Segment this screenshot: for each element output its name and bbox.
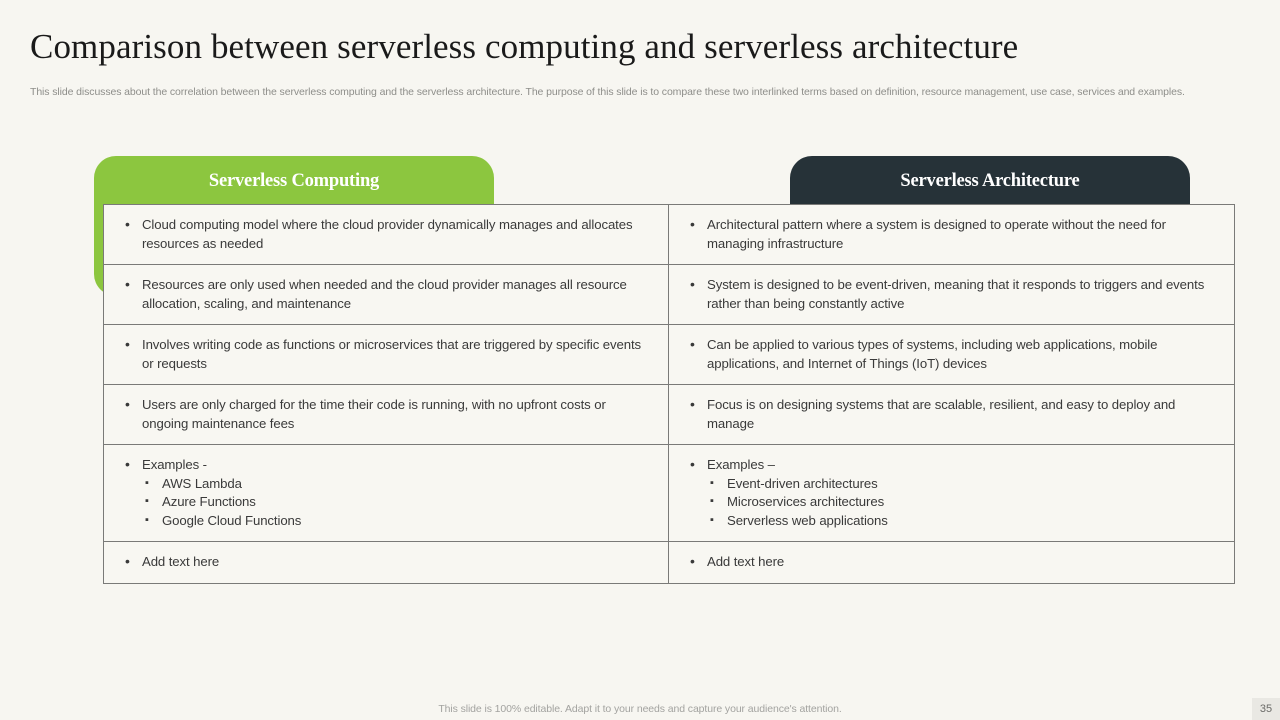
list-item: Examples – Event-driven architectures Mi… bbox=[681, 455, 1220, 531]
bullet-list: Users are only charged for the time thei… bbox=[116, 395, 654, 433]
table-cell-left[interactable]: Add text here bbox=[103, 541, 669, 584]
column-header-label-right: Serverless Architecture bbox=[900, 171, 1080, 191]
bullet-list: Examples - AWS Lambda Azure Functions Go… bbox=[116, 455, 654, 531]
table-row: Cloud computing model where the cloud pr… bbox=[103, 204, 1235, 265]
bullet-list: Add text here bbox=[116, 552, 654, 572]
sub-list-item: Google Cloud Functions bbox=[142, 511, 654, 531]
comparison-table-body: Cloud computing model where the cloud pr… bbox=[103, 204, 1235, 584]
list-item: Involves writing code as functions or mi… bbox=[116, 335, 654, 373]
list-item: System is designed to be event-driven, m… bbox=[681, 275, 1220, 313]
list-item: Can be applied to various types of syste… bbox=[681, 335, 1220, 373]
sub-list-item: Serverless web applications bbox=[707, 511, 1220, 531]
table-cell-left: Users are only charged for the time thei… bbox=[103, 384, 669, 445]
table-cell-right: Can be applied to various types of syste… bbox=[668, 324, 1235, 385]
page-subtitle: This slide discusses about the correlati… bbox=[30, 86, 1185, 98]
table-cell-right: Examples – Event-driven architectures Mi… bbox=[668, 444, 1235, 542]
bullet-list: Examples – Event-driven architectures Mi… bbox=[681, 455, 1220, 531]
column-header-label-left: Serverless Computing bbox=[208, 171, 380, 191]
bullet-list: Architectural pattern where a system is … bbox=[681, 215, 1220, 253]
table-cell-left: Cloud computing model where the cloud pr… bbox=[103, 204, 669, 265]
list-item: Users are only charged for the time thei… bbox=[116, 395, 654, 433]
bullet-list: Can be applied to various types of syste… bbox=[681, 335, 1220, 373]
sub-list-item: AWS Lambda bbox=[142, 474, 654, 494]
table-cell-left: Examples - AWS Lambda Azure Functions Go… bbox=[103, 444, 669, 542]
table-row: Examples - AWS Lambda Azure Functions Go… bbox=[103, 444, 1235, 542]
sub-bullet-list: AWS Lambda Azure Functions Google Cloud … bbox=[142, 474, 654, 531]
sub-list-item: Azure Functions bbox=[142, 492, 654, 512]
footer-note: This slide is 100% editable. Adapt it to… bbox=[438, 703, 842, 715]
table-row: Involves writing code as functions or mi… bbox=[103, 324, 1235, 385]
bullet-list: System is designed to be event-driven, m… bbox=[681, 275, 1220, 313]
list-item-label: Examples - bbox=[142, 457, 207, 472]
sub-list-item: Microservices architectures bbox=[707, 492, 1220, 512]
bullet-list: Resources are only used when needed and … bbox=[116, 275, 654, 313]
table-cell-right: Architectural pattern where a system is … bbox=[668, 204, 1235, 265]
list-item: Cloud computing model where the cloud pr… bbox=[116, 215, 654, 253]
table-row: Add text here Add text here bbox=[103, 541, 1235, 584]
comparison-table: Cloud computing model where the cloud pr… bbox=[103, 204, 1235, 584]
table-cell-left: Involves writing code as functions or mi… bbox=[103, 324, 669, 385]
table-row: Resources are only used when needed and … bbox=[103, 264, 1235, 325]
sub-list-item: Event-driven architectures bbox=[707, 474, 1220, 494]
table-cell-right: System is designed to be event-driven, m… bbox=[668, 264, 1235, 325]
sub-bullet-list: Event-driven architectures Microservices… bbox=[707, 474, 1220, 531]
bullet-list: Involves writing code as functions or mi… bbox=[116, 335, 654, 373]
list-item: Architectural pattern where a system is … bbox=[681, 215, 1220, 253]
page-number: 35 bbox=[1252, 698, 1280, 720]
table-cell-left: Resources are only used when needed and … bbox=[103, 264, 669, 325]
table-row: Users are only charged for the time thei… bbox=[103, 384, 1235, 445]
bullet-list: Cloud computing model where the cloud pr… bbox=[116, 215, 654, 253]
list-item: Focus is on designing systems that are s… bbox=[681, 395, 1220, 433]
table-cell-right: Focus is on designing systems that are s… bbox=[668, 384, 1235, 445]
bullet-list: Add text here bbox=[681, 552, 1220, 572]
list-item-placeholder[interactable]: Add text here bbox=[116, 552, 654, 572]
bullet-list: Focus is on designing systems that are s… bbox=[681, 395, 1220, 433]
page-title: Comparison between serverless computing … bbox=[30, 27, 1019, 66]
list-item-placeholder[interactable]: Add text here bbox=[681, 552, 1220, 572]
list-item-label: Examples – bbox=[707, 457, 775, 472]
list-item: Examples - AWS Lambda Azure Functions Go… bbox=[116, 455, 654, 531]
list-item: Resources are only used when needed and … bbox=[116, 275, 654, 313]
table-cell-right[interactable]: Add text here bbox=[668, 541, 1235, 584]
